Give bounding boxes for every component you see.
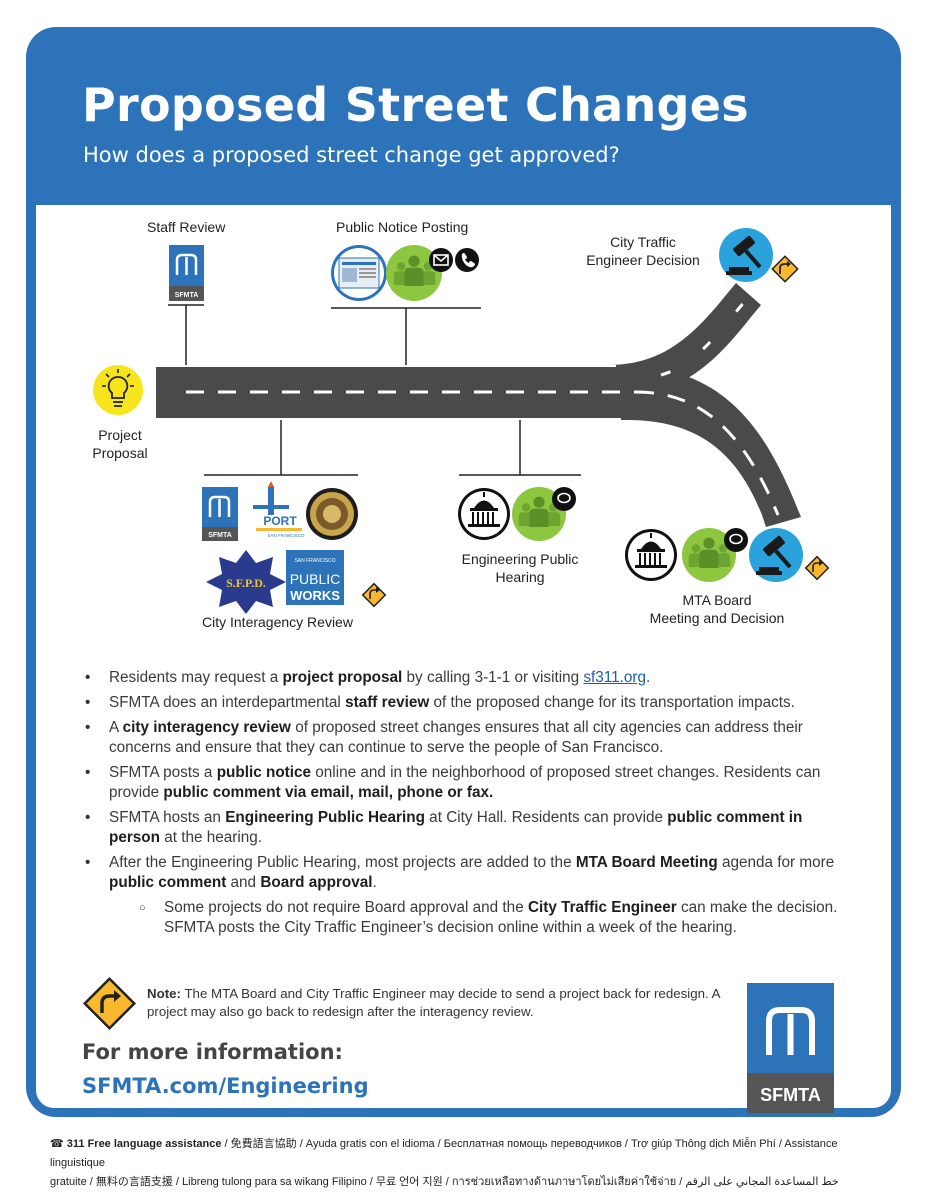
city-seal-logo	[306, 488, 358, 540]
public-works-logo: SAN FRANCISCO PUBLIC WORKS	[286, 550, 344, 605]
svg-text:S.F.P.D.: S.F.P.D.	[226, 576, 266, 590]
page-title: Proposed Street Changes	[82, 78, 749, 132]
list-item: SFMTA hosts an Engineering Public Hearin…	[82, 808, 857, 848]
public-notice-icon	[331, 245, 387, 301]
redesign-note: Note: The MTA Board and City Traffic Eng…	[147, 986, 720, 1019]
redesign-sign-icon	[771, 255, 799, 283]
label-city-traffic-engineer: City Traffic Engineer Decision	[586, 234, 700, 268]
list-item: SFMTA posts a public notice online and i…	[82, 763, 857, 803]
svg-text:WORKS: WORKS	[290, 588, 340, 603]
sfmta-logo-small: SFMTA	[169, 245, 204, 301]
list-item: SFMTA does an interdepartmental staff re…	[82, 693, 857, 713]
svg-text:SFMTA: SFMTA	[175, 292, 199, 299]
list-item: A city interagency review of proposed st…	[82, 718, 857, 758]
approval-process-diagram: SFMTA	[93, 228, 830, 614]
sfmta-logo-interagency: SFMTA	[202, 487, 238, 541]
language-assistance-footer: ☎ 311 Free language assistance / 免費語言協助 …	[50, 1138, 839, 1188]
gavel-icon	[749, 528, 803, 582]
sfpd-badge-logo: S.F.P.D.	[206, 550, 286, 614]
speech-bubble-icon	[724, 528, 748, 552]
connector-lines	[168, 304, 581, 476]
people-icon	[682, 528, 736, 582]
label-mta-board: MTA Board Meeting and Decision	[649, 592, 785, 626]
svg-text:PORT: PORT	[263, 514, 297, 528]
svg-text:SAN FRANCISCO: SAN FRANCISCO	[294, 558, 335, 564]
sf311-link[interactable]: sf311.org	[583, 669, 647, 686]
gavel-icon	[719, 228, 773, 282]
list-item: After the Engineering Public Hearing, mo…	[82, 853, 857, 893]
label-interagency-review: City Interagency Review	[202, 614, 353, 630]
people-icon	[386, 245, 442, 301]
email-icon	[429, 248, 453, 272]
redesign-sign-icon	[361, 582, 387, 608]
list-item: Residents may request a project proposal…	[82, 668, 857, 688]
label-staff-review: Staff Review	[147, 219, 226, 235]
sfmta-engineering-link[interactable]: SFMTA.com/Engineering	[82, 1074, 369, 1098]
label-project-proposal: Project Proposal	[92, 427, 148, 461]
list-item: Some projects do not require Board appro…	[82, 898, 857, 938]
port-logo: PORT SAN FRANCISCO	[253, 481, 305, 538]
speech-bubble-icon	[552, 487, 576, 511]
page-subtitle: How does a proposed street change get ap…	[83, 143, 620, 167]
city-hall-icon	[625, 529, 677, 581]
process-steps-list: Residents may request a project proposal…	[82, 668, 857, 943]
svg-text:SFMTA: SFMTA	[760, 1085, 821, 1105]
phone-icon	[455, 248, 479, 272]
svg-text:SFMTA: SFMTA	[208, 532, 232, 539]
label-public-notice: Public Notice Posting	[336, 219, 469, 235]
phone-icon: ☎	[50, 1138, 67, 1150]
redesign-sign-icon	[804, 555, 830, 581]
svg-text:SAN FRANCISCO: SAN FRANCISCO	[267, 533, 305, 538]
city-hall-icon	[458, 488, 510, 540]
sfmta-logo-large: SFMTA	[747, 983, 834, 1113]
content-panel	[36, 205, 891, 1108]
svg-text:PUBLIC: PUBLIC	[290, 571, 341, 587]
redesign-sign-icon	[82, 976, 137, 1031]
more-info-heading: For more information:	[82, 1040, 343, 1064]
lightbulb-icon	[93, 365, 143, 415]
label-engineering-hearing: Engineering Public Hearing	[461, 551, 579, 585]
road	[156, 283, 801, 527]
